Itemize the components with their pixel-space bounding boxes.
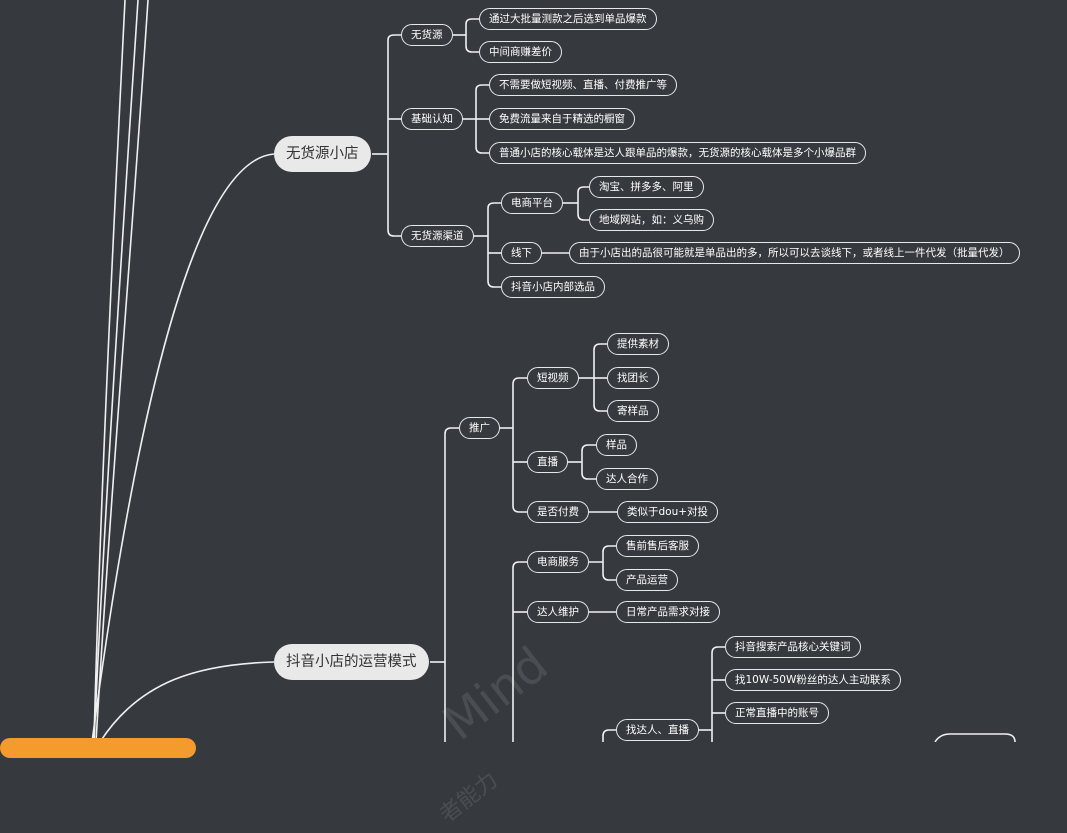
topic-dianshang-fuwu[interactable]: 电商服务	[527, 551, 589, 573]
topic-item[interactable]: 不需要做短视频、直播、付费推广等	[489, 74, 677, 96]
topic-item[interactable]: 通过大批量测款之后选到单品爆款	[479, 8, 657, 30]
topic-item[interactable]: 样品	[596, 434, 637, 456]
topic-qudao[interactable]: 无货源渠道	[401, 225, 474, 247]
topic-item[interactable]: 找团长	[607, 367, 659, 389]
topic-item[interactable]: 由于小店出的品很可能就是单品出的多，所以可以去谈线下，或者线上一件代发（批量代发…	[569, 242, 1020, 264]
topic-neibu-xuanpin[interactable]: 抖音小店内部选品	[501, 276, 605, 298]
connector-lines	[91, 0, 1016, 742]
topic-daren-weihu[interactable]: 达人维护	[527, 601, 589, 623]
topic-wuhuoyuan[interactable]: 无货源	[401, 24, 453, 46]
topic-zhibo[interactable]: 直播	[527, 451, 568, 473]
topic-duanshipin[interactable]: 短视频	[527, 367, 579, 389]
topic-zhao-daren[interactable]: 找达人、直播	[616, 719, 699, 741]
topic-wuhuoyuan-xiaodian[interactable]: 无货源小店	[274, 136, 371, 172]
topic-item[interactable]: 类似于dou+对投	[617, 501, 719, 523]
topic-item[interactable]: 免费流量来自于精选的橱窗	[489, 108, 635, 130]
topic-fufei[interactable]: 是否付费	[527, 501, 589, 523]
topic-xianxia[interactable]: 线下	[501, 242, 542, 264]
topic-item[interactable]: 抖音搜索产品核心关键词	[725, 636, 861, 658]
topic-dianshang-pingtai[interactable]: 电商平台	[501, 192, 563, 214]
topic-item[interactable]: 普通小店的核心载体是达人跟单品的爆款，无货源的核心载体是多个小爆品群	[489, 142, 866, 164]
topic-jichu-renzhi[interactable]: 基础认知	[401, 108, 463, 130]
topic-item[interactable]: 找10W-50W粉丝的达人主动联系	[725, 669, 901, 691]
topic-item[interactable]: 达人合作	[596, 468, 658, 490]
topic-item[interactable]: 售前售后客服	[616, 535, 699, 557]
topic-tuiguang[interactable]: 推广	[459, 417, 500, 439]
topic-item[interactable]: 正常直播中的账号	[725, 702, 829, 724]
topic-item[interactable]: 淘宝、拼多多、阿里	[589, 176, 704, 198]
topic-item[interactable]: 提供素材	[607, 333, 669, 355]
topic-item[interactable]: 寄样品	[607, 400, 659, 422]
topic-item[interactable]: 地域网站，如：义乌购	[589, 209, 714, 231]
topic-yunying-moshi[interactable]: 抖音小店的运营模式	[274, 644, 429, 680]
root-topic[interactable]	[0, 738, 196, 758]
topic-item[interactable]: 中间商赚差价	[479, 41, 562, 63]
topic-item[interactable]: 日常产品需求对接	[616, 601, 720, 623]
topic-item[interactable]: 产品运营	[616, 569, 678, 591]
